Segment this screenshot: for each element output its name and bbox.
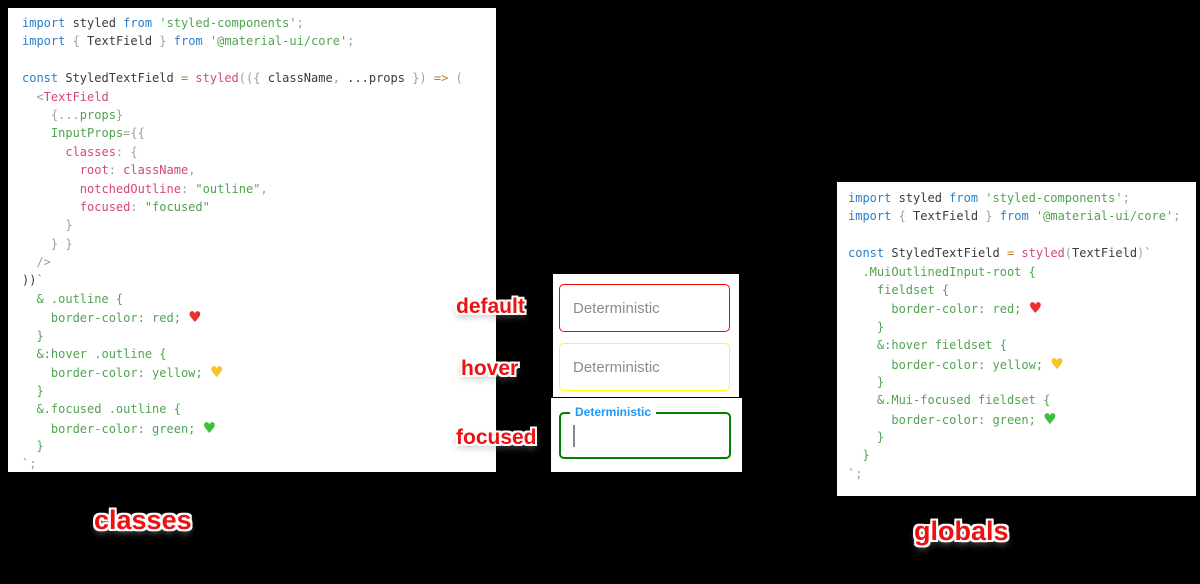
text-cursor-icon <box>573 425 575 447</box>
code-line: } } <box>22 236 73 251</box>
code-line: <TextField <box>22 89 109 104</box>
code-line: import styled from 'styled-components'; <box>848 191 1130 205</box>
code-line: } <box>22 328 44 343</box>
code-line: ))` <box>22 273 44 288</box>
code-line: /> <box>22 255 51 270</box>
code-line: const StyledTextField = styled(({ classN… <box>22 71 463 86</box>
code-line: import { TextField } from '@material-ui/… <box>848 209 1181 224</box>
label-globals: globals <box>914 516 1009 546</box>
code-line: &.focused .outline { <box>22 402 181 417</box>
textfield-focused-input[interactable]: Deterministic <box>559 405 731 459</box>
code-line: } <box>848 319 885 334</box>
code-panel-globals: import styled from 'styled-components'; i… <box>837 182 1196 496</box>
textfield-default-input[interactable] <box>559 284 730 332</box>
code-line: const StyledTextField = styled(TextField… <box>848 246 1152 261</box>
code-line: border-color: red; ♥ <box>22 308 202 327</box>
code-line: `; <box>848 466 863 481</box>
textfield-demo-panel-top <box>553 274 739 397</box>
heart-green-icon: ♥ <box>202 418 217 437</box>
code-line: &:hover fieldset { <box>848 338 1007 353</box>
code-line: focused: "focused" <box>22 199 210 214</box>
code-line: border-color: green; ♥ <box>22 418 217 437</box>
code-line: classes: { <box>22 144 138 159</box>
label-hover: hover <box>461 357 519 380</box>
code-line: root: className, <box>22 163 196 178</box>
code-line: &:hover .outline { <box>22 347 167 362</box>
code-line: border-color: red; ♥ <box>848 299 1043 318</box>
floating-label: Deterministic <box>570 405 657 420</box>
code-line: } <box>22 383 44 398</box>
code-line: } <box>22 218 73 233</box>
code-panel-classes: import styled from 'styled-components'; i… <box>8 8 496 472</box>
textfield-demo-panel-bottom: Deterministic <box>551 398 742 472</box>
code-line: `; <box>22 457 37 472</box>
label-focused: focused <box>456 426 537 449</box>
code-line <box>22 51 496 69</box>
label-default: default <box>456 295 525 318</box>
code-line: &.Mui-focused fieldset { <box>848 393 1051 408</box>
code-line: } <box>848 374 885 389</box>
code-line: border-color: yellow; ♥ <box>22 363 224 382</box>
code-line: InputProps={{ <box>22 126 145 141</box>
heart-red-icon: ♥ <box>1028 299 1043 318</box>
code-line: notchedOutline: "outline", <box>22 181 268 196</box>
code-line: import styled from 'styled-components'; <box>22 16 304 30</box>
heart-green-icon: ♥ <box>1043 409 1057 428</box>
textfield-hover-input[interactable] <box>559 343 730 391</box>
heart-yellow-icon: ♥ <box>1050 354 1064 373</box>
heart-yellow-icon: ♥ <box>209 363 224 382</box>
code-line: fieldset { <box>848 282 950 297</box>
heart-red-icon: ♥ <box>188 308 202 327</box>
code-line: border-color: yellow; ♥ <box>848 354 1064 373</box>
code-line: {...props} <box>22 107 124 122</box>
label-classes: classes <box>94 505 192 535</box>
code-line: .MuiOutlinedInput-root { <box>848 264 1036 279</box>
code-line: } <box>848 430 885 445</box>
code-line: border-color: green; ♥ <box>848 409 1057 428</box>
code-line <box>848 226 1196 244</box>
code-line: & .outline { <box>22 291 124 306</box>
code-line: } <box>22 438 44 453</box>
code-line: } <box>848 448 870 463</box>
code-line: import { TextField } from '@material-ui/… <box>22 34 355 49</box>
